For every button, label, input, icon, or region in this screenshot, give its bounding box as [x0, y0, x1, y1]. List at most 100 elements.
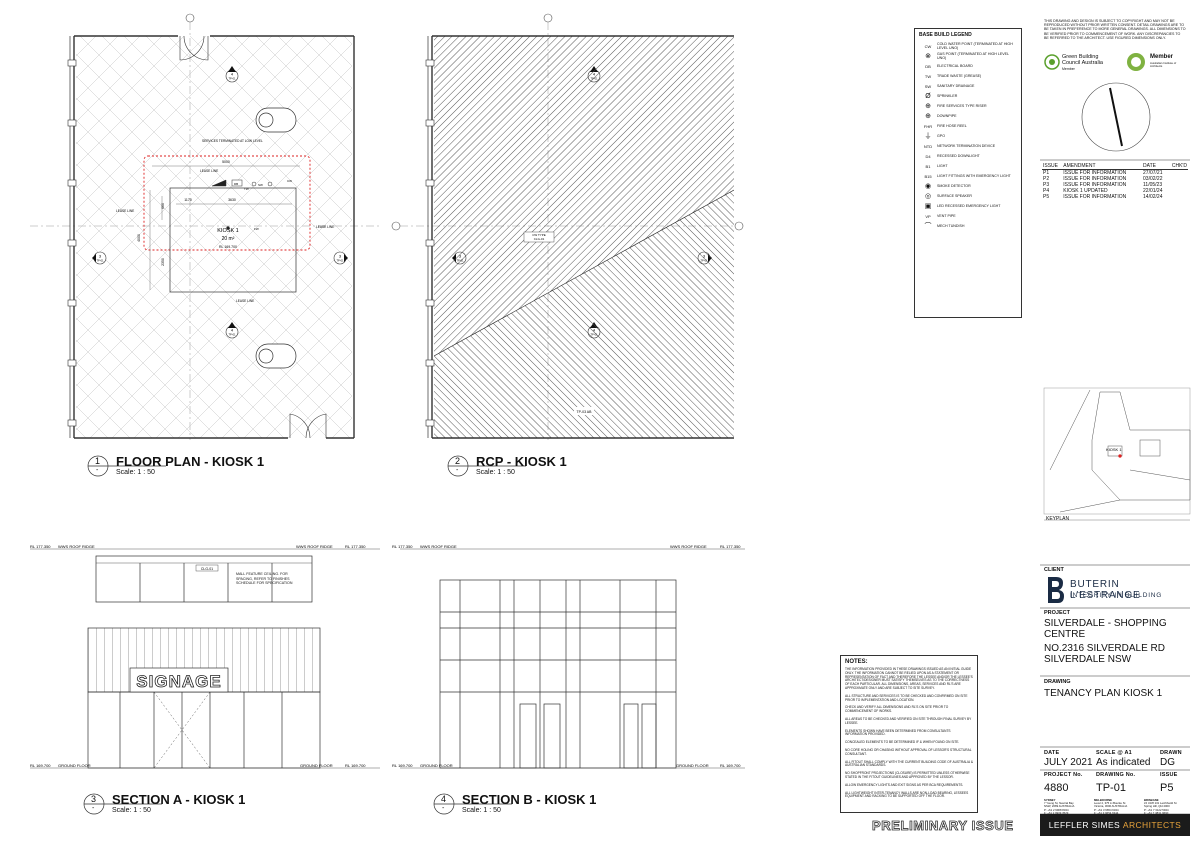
office-line: F: +61 3 9654 6344 — [1094, 810, 1119, 815]
copyright-note: THIS DRAWING AND DESIGN IS SUBJECT TO CO… — [1044, 19, 1186, 40]
section-marker-sheet: TP-01 — [456, 259, 464, 263]
legend-text: ELECTRICAL BOARD — [937, 64, 973, 68]
tag-tw: TW — [244, 187, 249, 191]
aia-badge-icon — [1127, 53, 1145, 71]
drawing-title-1: 1 - FLOOR PLAN - KIOSK 1 Scale: 1 : 50 — [86, 454, 346, 480]
drawing-num-4: 4 — [441, 794, 447, 804]
date-label: DATE — [1044, 750, 1060, 756]
signage-text: SIGNAGE — [136, 672, 221, 691]
legend-symbol-icon: VP — [925, 213, 931, 219]
project-no-label: PROJECT No. — [1044, 772, 1083, 778]
section-a-elevation — [30, 548, 380, 769]
drawing-name-3: SECTION A - KIOSK 1 — [112, 792, 246, 807]
note-item: ALLOW EMERGENCY LIGHTS AND EXIT SIGNS AS… — [845, 782, 964, 787]
drawing-name-4: SECTION B - KIOSK 1 — [462, 792, 597, 807]
legend-text: DOWNPIPE — [937, 114, 957, 118]
legend-text: LIGHT — [937, 164, 948, 168]
note-item: CHECK AND VERIFY ALL DIMENSIONS AND RL'S… — [845, 705, 949, 714]
section-a-floor-label-left: GROUND FLOOR — [58, 763, 91, 768]
project-line3: NO.2316 SILVERDALE RD — [1044, 643, 1165, 654]
legend-symbol-icon: ◎ — [924, 193, 932, 200]
note-item: ALL AREAS TO BE CHECKED AND VERIFIED ON … — [845, 716, 972, 725]
section-b-roof-label-left: WWS ROOF RIDGE — [420, 544, 457, 549]
drawing-name: TENANCY PLAN KIOSK 1 — [1044, 688, 1163, 699]
note-item: THE INFORMATION PROVIDED IN THESE DRAWIN… — [845, 667, 973, 690]
legend-symbol-icon: DB — [925, 63, 931, 69]
note-item: ELEMENTS SHOWN HAVE BEEN DETERMINED FROM… — [845, 728, 951, 737]
drawing-scale-1: Scale: 1 : 50 — [116, 469, 155, 476]
table-row: P3 ISSUE FOR INFORMATION 11/05/23 — [1042, 182, 1188, 188]
legend-text: COLD WATER POINT (TERMINATED AT HIGH LEV… — [937, 42, 1013, 50]
revision-cell: P3 — [1043, 182, 1050, 188]
revision-cell: 27/07/21 — [1143, 170, 1163, 176]
section-a-roof-rl-left: RL 177.350 — [30, 544, 51, 549]
tag-db: DB — [234, 182, 238, 186]
keyplan-kiosk-label: KIOSK 1 — [1106, 447, 1122, 452]
notes-panel: NOTES: THE INFORMATION PROVIDED IN THESE… — [840, 655, 978, 813]
drawing-bubble-1 — [87, 455, 166, 477]
legend-symbol-icon: B15 — [924, 173, 932, 179]
legend-title: BASE BUILD LEGEND — [919, 32, 972, 38]
legend-symbol-icon: ⊕ — [925, 103, 931, 110]
scale-value: As indicated — [1096, 757, 1151, 768]
office-line: P: +61 3 9654 6344 — [1094, 807, 1119, 812]
keyplan-label: KEYPLAN — [1046, 516, 1070, 522]
revision-cell: P2 — [1043, 176, 1050, 182]
notes-items: THE INFORMATION PROVIDED IN THESE DRAWIN… — [845, 667, 973, 799]
section-b-floor-label-left: GROUND FLOOR — [420, 763, 453, 768]
legend-text: MECH TUNDISH — [937, 224, 965, 228]
firm-banner: LEFFLER SIMES ARCHITECTS — [1040, 814, 1190, 836]
aia-logo: Member Australian Institute of Architect… — [1126, 50, 1188, 76]
office-line: P: +61 7 3122 5944 — [1144, 807, 1169, 812]
legend-symbol-icon: FHR — [923, 123, 933, 129]
lease-line-bottom: LEASE LINE — [236, 299, 254, 303]
revision-cell: ISSUE FOR INFORMATION — [1063, 170, 1127, 176]
north-point — [1081, 82, 1151, 152]
drawing-sub-3: - — [92, 805, 95, 812]
revision-cell: 03/02/22 — [1143, 176, 1163, 182]
rcp-walls — [427, 35, 734, 439]
legend-item: ⌒MECH TUNDISH — [919, 221, 1017, 231]
section-marker-sheet: TP-01 — [336, 259, 344, 263]
note-item: ALL STRUCTURE AND SERVICES IS TO BE CHEC… — [845, 693, 968, 702]
gbca-line3: Member — [1062, 67, 1075, 71]
note-item: ALL FITOUT SHALL COMPLY WITH THE CURRENT… — [845, 759, 973, 768]
legend-item: ◉SMOKE DETECTOR — [919, 181, 1017, 191]
office-line: NSW, 2089 AUSTRALIA — [1044, 804, 1075, 809]
rcp-detail-tag: TP-03 AB — [577, 410, 593, 414]
legend-text: GAS POINT (TERMINATED AT HIGH LEVEL UNO) — [937, 52, 1009, 60]
rcp-tag-b: CLG-01 — [534, 237, 545, 241]
dim-5000: 5000 — [222, 160, 230, 164]
client-name: BUTERIN L'ESTRANGE — [1070, 579, 1141, 601]
dim-3630: 3630 — [228, 198, 236, 202]
section-b-floor-rl-left: RL 169.700 — [392, 763, 413, 768]
client-label: CLIENT — [1044, 567, 1064, 573]
legend-text: SURFACE SPEAKER — [937, 194, 972, 198]
door-bottom — [289, 413, 327, 439]
legend-item: ⊕FIRE SERVICES TYPE RISER — [919, 101, 1017, 111]
section-marker-sheet: TP-01 — [228, 77, 236, 81]
client-logo: BUTERIN L'ESTRANGE INTEGRITY IN BUILDING — [1044, 575, 1190, 605]
revision-cell: 11/05/23 — [1143, 182, 1163, 188]
legend-text: SANITARY DRAINAGE — [937, 84, 975, 88]
drawing-title-4: 4 - SECTION B - KIOSK 1 Scale: 1 : 50 — [432, 792, 692, 818]
legend-symbol-icon: Ø — [925, 92, 931, 100]
lease-line-left: LEASE LINE — [116, 209, 134, 213]
drawing-num-2: 2 — [455, 456, 461, 466]
column-marks — [67, 59, 77, 427]
legend-symbol-icon: CW — [924, 43, 932, 49]
revision-cell: ISSUE FOR INFORMATION — [1063, 182, 1127, 188]
office-line: Spring Hill, Qld 4000 — [1144, 804, 1170, 809]
legend-symbol-icon: D4 — [925, 153, 931, 159]
floor-plan-area — [76, 36, 352, 438]
legend-text: LIGHT FITTINGS WITH EMERGENCY LIGHT — [937, 174, 1011, 178]
revision-cell: P5 — [1043, 194, 1050, 200]
base-build-legend: BASE BUILD LEGEND CW COLD WATER POINT (TE… — [914, 28, 1022, 318]
dim-1170: 1170 — [184, 198, 192, 202]
office-city: BRISBANE — [1144, 798, 1159, 802]
office-line: F: +61 2 9909 3529 — [1044, 810, 1069, 815]
